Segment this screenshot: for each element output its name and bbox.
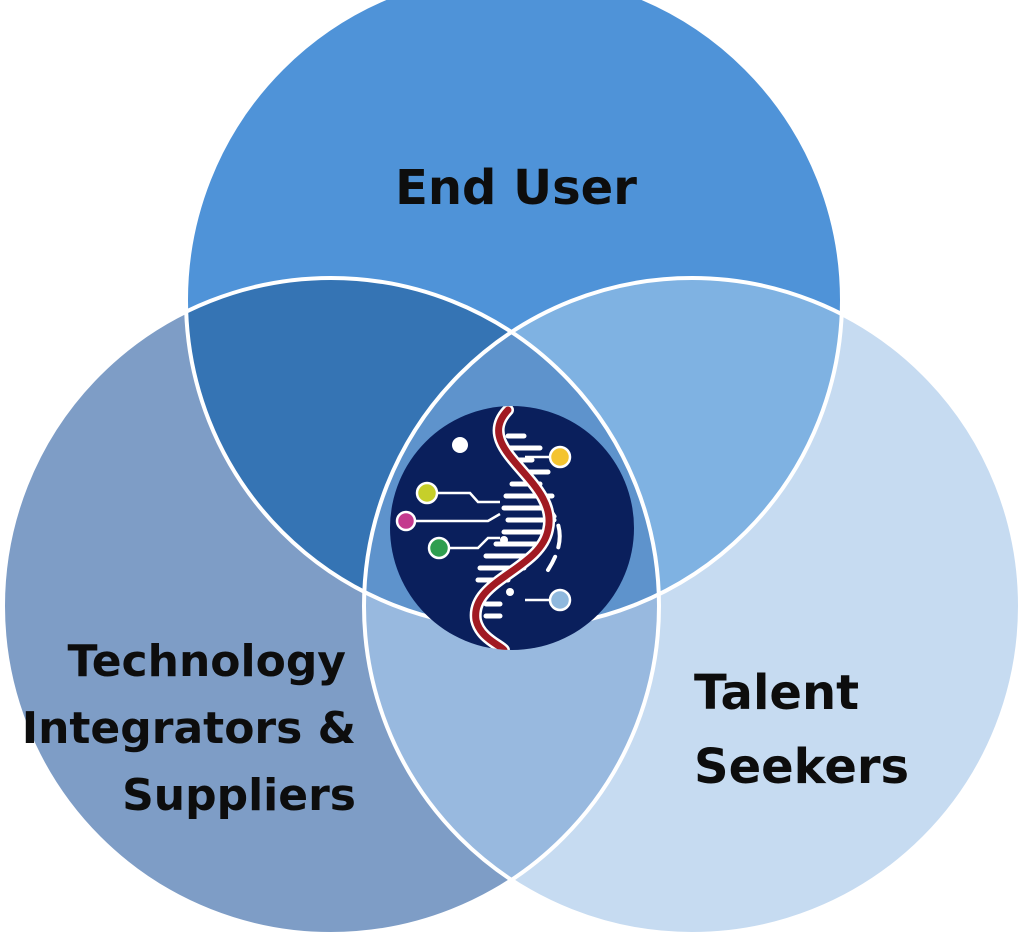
network-node <box>415 481 439 505</box>
network-node <box>506 588 514 596</box>
label-end-user: End User <box>395 160 637 216</box>
network-node <box>548 588 572 612</box>
label-technology-line-3: Suppliers <box>122 770 356 821</box>
network-node <box>548 445 572 469</box>
label-technology-line-2: Integrators & <box>22 703 356 754</box>
label-talent-line-1: Talent <box>694 665 859 721</box>
connector-lines <box>408 455 558 602</box>
network-node <box>395 510 417 532</box>
network-node <box>500 536 508 544</box>
dna-network-logo-icon <box>390 406 634 650</box>
label-talent-line-2: Seekers <box>694 739 909 795</box>
label-technology-line-1: Technology <box>68 636 346 687</box>
helix-strand <box>472 406 553 650</box>
network-node <box>427 536 451 560</box>
network-node <box>452 437 468 453</box>
